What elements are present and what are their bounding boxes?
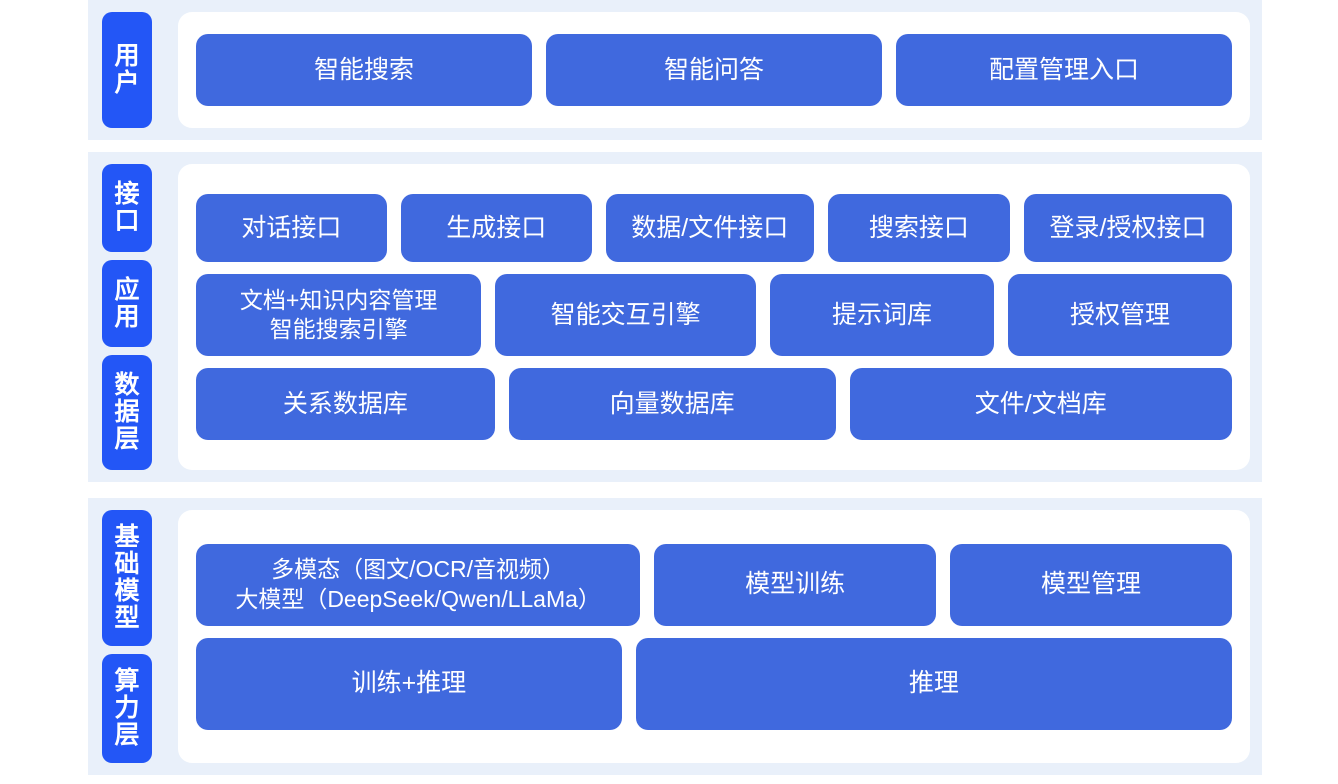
row-application: 文档+知识内容管理 智能搜索引擎 智能交互引擎 提示词库 授权管理 [196,274,1232,356]
card-model-management[interactable]: 模型管理 [950,543,1232,626]
panel-user: 智能搜索 智能问答 配置管理入口 [178,12,1250,128]
layer-tab-compute[interactable]: 算力层 [102,654,152,763]
card-vector-database[interactable]: 向量数据库 [508,368,836,440]
card-model-training[interactable]: 模型训练 [654,543,937,626]
panel-infrastructure: 多模态（图文/OCR/音视频） 大模型（DeepSeek/Qwen/LLaMa）… [178,510,1250,763]
card-data-file-interface[interactable]: 数据/文件接口 [605,194,814,262]
card-relational-database[interactable]: 关系数据库 [196,368,495,440]
card-multimodal-large-model[interactable]: 多模态（图文/OCR/音视频） 大模型（DeepSeek/Qwen/LLaMa） [196,543,641,626]
row-interface: 对话接口 生成接口 数据/文件接口 搜索接口 登录/授权接口 [196,194,1233,262]
layer-tab-foundation-model[interactable]: 基础模型 [102,510,152,646]
tab-column-user: 用户 [88,0,164,140]
layer-tab-interface[interactable]: 接口 [102,164,152,252]
section-user: 用户 智能搜索 智能问答 配置管理入口 [88,0,1262,140]
card-dialog-interface[interactable]: 对话接口 [196,194,387,262]
row-model: 多模态（图文/OCR/音视频） 大模型（DeepSeek/Qwen/LLaMa）… [196,543,1232,626]
row-data: 关系数据库 向量数据库 文件/文档库 [196,368,1232,440]
row-user-entries: 智能搜索 智能问答 配置管理入口 [196,34,1232,106]
tab-column-platform: 接口 应用 数据层 [88,152,164,482]
section-infrastructure: 基础模型 算力层 多模态（图文/OCR/音视频） 大模型（DeepSeek/Qw… [88,498,1262,775]
section-platform: 接口 应用 数据层 对话接口 生成接口 数据/文件接口 搜索接口 登录/授权接口… [88,152,1262,482]
row-compute: 训练+推理 推理 [196,637,1232,730]
card-login-auth-interface[interactable]: 登录/授权接口 [1024,194,1233,262]
layer-tab-application[interactable]: 应用 [102,259,152,348]
card-intelligent-interaction-engine[interactable]: 智能交互引擎 [495,274,756,356]
card-config-management-entry[interactable]: 配置管理入口 [896,34,1232,106]
card-intelligent-search[interactable]: 智能搜索 [196,34,532,106]
tab-column-infrastructure: 基础模型 算力层 [88,498,164,775]
card-search-interface[interactable]: 搜索接口 [827,194,1011,262]
card-generation-interface[interactable]: 生成接口 [400,194,592,262]
layer-tab-data[interactable]: 数据层 [102,355,152,471]
card-intelligent-qa[interactable]: 智能问答 [546,34,882,106]
card-authorization-management[interactable]: 授权管理 [1007,274,1232,356]
panel-platform: 对话接口 生成接口 数据/文件接口 搜索接口 登录/授权接口 文档+知识内容管理… [178,164,1250,470]
card-file-document-repository[interactable]: 文件/文档库 [849,368,1232,440]
layer-tab-user[interactable]: 用户 [102,12,152,128]
card-inference[interactable]: 推理 [635,637,1232,730]
card-training-inference[interactable]: 训练+推理 [196,637,622,730]
card-prompt-library[interactable]: 提示词库 [769,274,994,356]
card-document-knowledge-management[interactable]: 文档+知识内容管理 智能搜索引擎 [196,274,482,356]
